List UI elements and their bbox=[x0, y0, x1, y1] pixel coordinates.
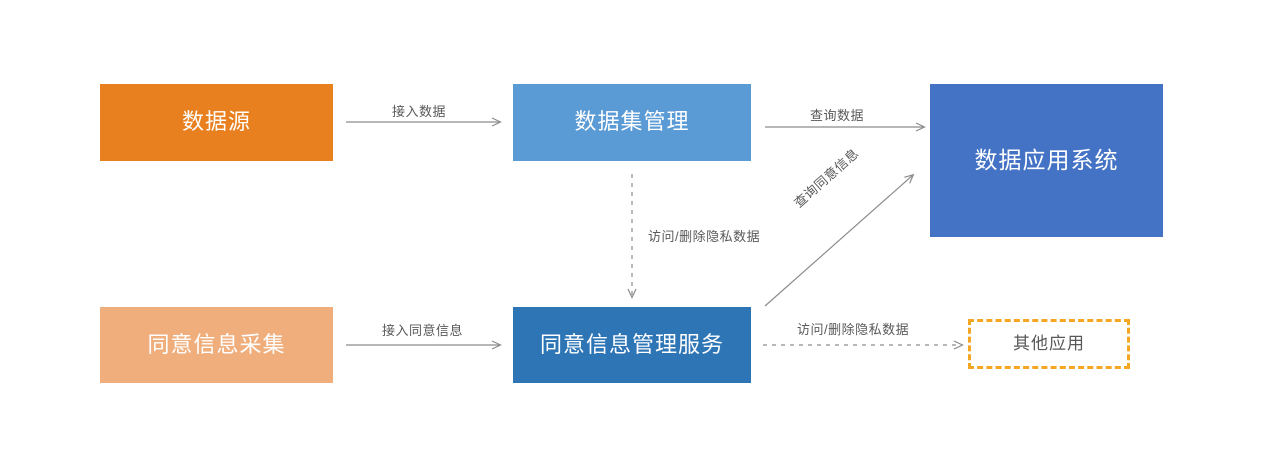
node-data-application-system-label: 数据应用系统 bbox=[974, 146, 1119, 173]
edge-label-access-delete-other: 访问/删除隐私数据 bbox=[797, 322, 910, 337]
node-consent-collection-label: 同意信息采集 bbox=[147, 331, 286, 357]
node-consent-management-service[interactable]: 同意信息管理服务 bbox=[513, 307, 751, 383]
node-data-source-label: 数据源 bbox=[181, 109, 251, 135]
edge-label-query-data: 查询数据 bbox=[810, 108, 865, 123]
edge-label-ingest-data: 接入数据 bbox=[392, 104, 447, 119]
node-dataset-management[interactable]: 数据集管理 bbox=[513, 84, 751, 161]
node-data-source[interactable]: 数据源 bbox=[100, 84, 333, 161]
edge-label-query-consent: 查询同意信息 bbox=[790, 145, 862, 211]
edge-label-ingest-consent: 接入同意信息 bbox=[382, 323, 464, 338]
node-data-application-system[interactable]: 数据应用系统 bbox=[930, 84, 1163, 237]
edge-label-access-delete-private: 访问/删除隐私数据 bbox=[648, 229, 761, 244]
node-dataset-management-label: 数据集管理 bbox=[574, 109, 690, 135]
node-other-application[interactable]: 其他应用 bbox=[968, 319, 1130, 369]
node-consent-management-service-label: 同意信息管理服务 bbox=[539, 331, 724, 357]
edge-query-consent bbox=[764, 173, 915, 307]
node-consent-collection[interactable]: 同意信息采集 bbox=[100, 307, 333, 383]
node-other-application-label: 其他应用 bbox=[1013, 333, 1085, 353]
